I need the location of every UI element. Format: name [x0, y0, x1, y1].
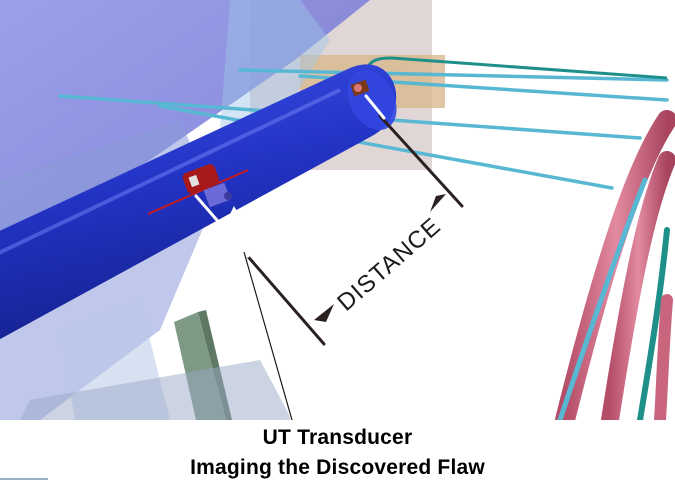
right-pink-pipes: [555, 110, 675, 420]
distance-dimension: [242, 114, 464, 346]
caption-leader-line-dark: [243, 251, 293, 420]
distance-label: DISTANCE: [332, 212, 446, 316]
extension-lines: [194, 94, 386, 258]
ut-transducer: [147, 164, 249, 215]
bottom-strip: [0, 478, 48, 480]
translucent-shield-right: [220, 0, 330, 130]
transducer-pointer-arrow: [228, 206, 240, 218]
end-sensor: [350, 79, 370, 97]
piping-diagram: DISTANCE: [0, 0, 675, 420]
support-base: [20, 360, 292, 420]
caption-title: UT Transducer: [262, 426, 413, 449]
distance-arrows: [314, 194, 446, 322]
caption-subtitle: Imaging the Discovered Flaw: [190, 456, 485, 479]
